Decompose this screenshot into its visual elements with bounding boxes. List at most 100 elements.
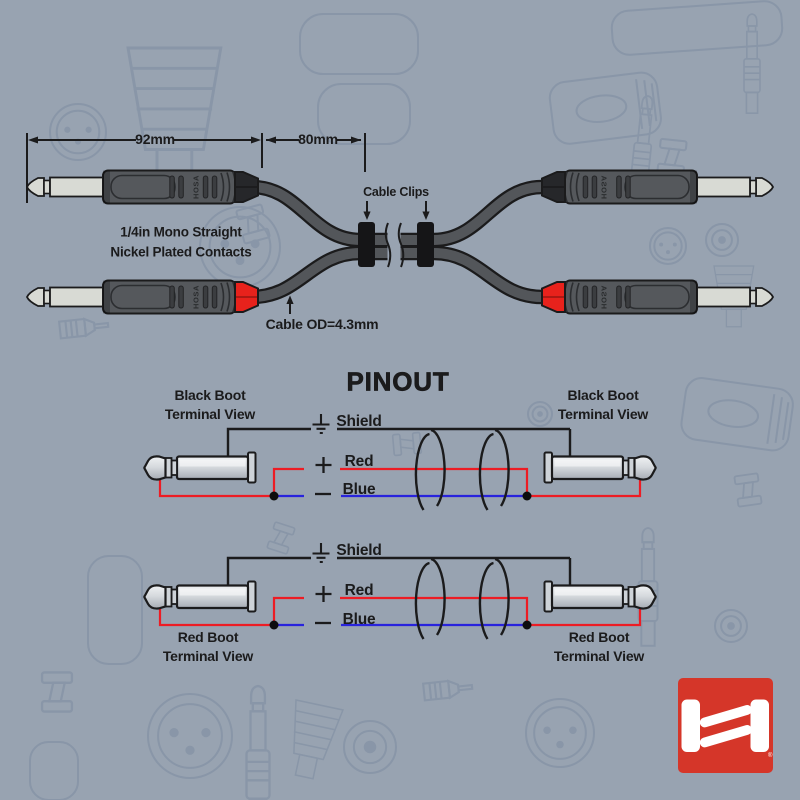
bg-rca-icon (421, 679, 474, 702)
cable-clips-label: Cable Clips (363, 185, 429, 199)
bg-bnc-icon (714, 609, 748, 643)
cable-loop-arc (494, 557, 510, 636)
row2-right-title-line1: Red Boot (568, 629, 630, 645)
bg-hosa-glyph-icon (733, 472, 763, 508)
plug-boot (541, 281, 566, 313)
bg-xlr-icon (525, 698, 595, 768)
dimension-arrowheads (28, 136, 361, 144)
pinout-diagram (143, 414, 657, 640)
shield-wire (226, 556, 572, 586)
bg-hosa-glyph-icon (266, 521, 296, 555)
row2-shield-label: Shield (336, 542, 382, 559)
bg-bnc-icon (343, 720, 397, 774)
bg-xlr-icon (147, 693, 233, 779)
plug-shaft (49, 176, 104, 198)
plug-shaft (696, 286, 751, 308)
plug-bottom-right: HOSA (541, 279, 774, 315)
row1-red-label: Red (344, 453, 374, 470)
row2-right-title-line2: Terminal View (553, 648, 645, 664)
dimension-label-right: 80mm (298, 131, 338, 147)
row2-red-label: Red (344, 582, 374, 599)
pinout-row-red-boot (143, 543, 657, 640)
pinout-plug-right (543, 451, 657, 484)
cable-loop-arc (430, 557, 446, 636)
bg-ribbed-boot-icon (293, 699, 344, 780)
bg-hosa-glyph-icon (235, 203, 271, 245)
cable-loop-arc (414, 561, 430, 640)
plus-icon (315, 586, 332, 602)
row1-left-title-line1: Black Boot (174, 387, 246, 403)
bg-rca-icon (57, 317, 110, 340)
pinout-plug-right (543, 580, 657, 613)
bg-capsule-icon (29, 741, 79, 800)
bg-ribbed-boot-icon (126, 46, 223, 192)
plug-top-left: HOSA (26, 169, 259, 205)
bg-capsule-icon (299, 13, 419, 75)
row1-right-title-line1: Black Boot (567, 387, 639, 403)
clip-callout-arrows (363, 201, 430, 220)
hosa-logo: ® (678, 678, 773, 773)
plug-bottom-left: HOSA (26, 279, 259, 315)
logo-background (678, 678, 773, 773)
plug-boot (234, 171, 259, 203)
cable-loop-arc (494, 428, 510, 507)
pinout-title: PINOUT (346, 366, 450, 397)
ground-icon (312, 414, 330, 435)
ground-icon (312, 543, 330, 564)
row1-blue-label: Blue (342, 481, 376, 498)
junction-dot-left (269, 491, 279, 501)
row1-shield-label: Shield (336, 413, 382, 430)
plug-shaft (696, 176, 751, 198)
junction-dot-right (522, 491, 532, 501)
bg-phone-plug-icon (245, 684, 271, 800)
bg-hosa-glyph-icon (40, 671, 74, 713)
junction-dot-right (522, 620, 532, 630)
bg-molded-plug-icon (548, 71, 662, 145)
cable-clip-2 (417, 222, 434, 267)
row2-left-title-line1: Red Boot (177, 629, 239, 645)
dimension-lines (26, 133, 366, 203)
junction-dot-left (269, 620, 279, 630)
plus-icon (315, 457, 332, 473)
bg-bnc-icon (705, 223, 739, 257)
plug-brand-text: HOSA (192, 285, 201, 309)
row2-left-title-line2: Terminal View (162, 648, 254, 664)
cable-loop-arc (414, 432, 430, 511)
plug-tip (26, 177, 45, 197)
cable-od-arrow (286, 295, 294, 314)
plug-brand-text: HOSA (600, 175, 609, 199)
cable-loop-arc (478, 561, 494, 640)
plug-brand-text: HOSA (600, 285, 609, 309)
cable-assembly-diagram: HOSA HOSA HOSA HOSA (26, 133, 774, 315)
cable-clip-1 (358, 222, 375, 267)
bg-capsule-icon (87, 555, 143, 665)
plug-tip (755, 177, 774, 197)
bg-phone-plug-icon (743, 13, 761, 115)
pinout-plug-left (143, 451, 257, 484)
bg-xlr-icon (649, 227, 687, 265)
dimension-label-left: 92mm (135, 131, 175, 147)
row1-left-title-line2: Terminal View (164, 406, 256, 422)
shield-wire (226, 427, 572, 457)
cable-od-label: Cable OD=4.3mm (265, 316, 379, 332)
registered-mark: ® (768, 752, 773, 759)
plug-shaft (49, 286, 104, 308)
bg-capsule-icon (610, 0, 784, 56)
bg-xlr-icon (49, 103, 107, 161)
cable-break-squiggle (384, 222, 405, 268)
connector-note-line1: 1/4in Mono Straight (120, 224, 242, 240)
bg-molded-plug-icon (680, 377, 794, 452)
bg-bnc-icon (527, 401, 553, 427)
pinout-row-black-boot (143, 414, 657, 511)
plug-tip (26, 287, 45, 307)
cable-loop-arc (478, 432, 494, 511)
plug-brand-text: HOSA (192, 175, 201, 199)
hosa-h-icon (681, 699, 769, 752)
pinout-plug-left (143, 580, 257, 613)
row2-blue-label: Blue (342, 611, 376, 628)
plug-tip (755, 287, 774, 307)
plug-boot (234, 281, 259, 313)
plug-boot (541, 171, 566, 203)
